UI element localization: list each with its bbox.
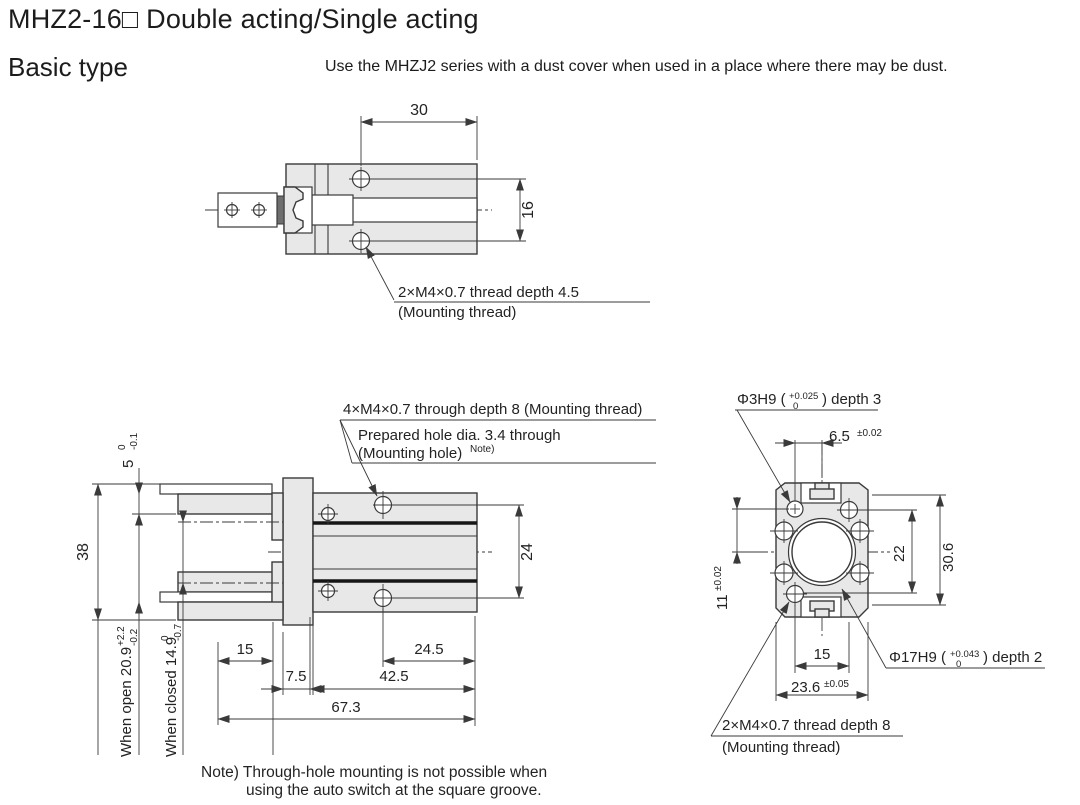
pin-hole — [786, 500, 804, 518]
basic-type-heading: Basic type — [8, 52, 128, 82]
mount-thread-label: 4×M4×0.7 through depth 8 (Mounting threa… — [343, 401, 642, 418]
dim-15-end-label: 15 — [814, 646, 831, 663]
pin-hole-tol-upper: +0.025 — [789, 391, 818, 402]
dim-5-tol-lower: -0.1 — [129, 432, 140, 450]
when-closed-label: When closed 14.9 — [163, 637, 180, 757]
dim-5-label: 5 — [120, 460, 137, 468]
end-thread-label-1: 2×M4×0.7 thread depth 8 — [722, 717, 890, 734]
dim-24-5-label: 24.5 — [414, 641, 443, 658]
dim-30-6: 30.6 — [872, 494, 957, 606]
pin-hole-callout: Φ3H9 ( +0.025 0 ) depth 3 — [735, 391, 881, 503]
when-closed-tol-upper: 0 — [160, 635, 171, 641]
dim-11-label: 11 — [714, 594, 731, 610]
bore-tol-upper: +0.043 — [950, 649, 979, 660]
dim-6-5-label: 6.5 — [829, 428, 850, 445]
bottom-dimension-chain: 15 7.5 24.5 42.5 67.3 — [217, 608, 476, 755]
dim-11: 11 ±0.02 — [713, 497, 789, 610]
dim-22-label: 22 — [891, 545, 908, 562]
square-groove-section-bottom — [800, 596, 842, 618]
bore-tol-lower: 0 — [956, 659, 961, 670]
finger-attachment-holes — [224, 202, 267, 218]
pin-hole-tol-lower: 0 — [793, 401, 798, 412]
dim-38-label: 38 — [75, 543, 92, 561]
footer-note-line2: using the auto switch at the square groo… — [246, 782, 542, 799]
dim-23-6: 23.6 ±0.05 — [775, 622, 869, 701]
bore-label-post: ) depth 2 — [983, 649, 1042, 666]
dim-15-end: 15 — [794, 605, 850, 673]
when-open-label: When open 20.9 — [118, 647, 135, 757]
center-bore-inner — [791, 521, 853, 583]
side-guide-holes — [770, 519, 874, 585]
dim-5-tol-upper: 0 — [117, 444, 128, 450]
prepared-hole-label-2: (Mounting hole) — [358, 445, 462, 462]
prepared-hole-label-1: Prepared hole dia. 3.4 through — [358, 427, 561, 444]
m4-thread-hole-bottom-left — [783, 582, 807, 606]
end-thread-label-2: (Mounting thread) — [722, 739, 840, 756]
dim-30-label: 30 — [410, 102, 428, 119]
jaw-block — [282, 477, 314, 626]
dim-16-label: 16 — [520, 201, 537, 219]
footer-note-line1: Note) Through-hole mounting is not possi… — [201, 764, 547, 781]
bore-label-pre: Φ17H9 ( — [889, 649, 946, 666]
piston-section — [311, 194, 354, 226]
square-groove-section-top — [800, 482, 842, 504]
dim-7-5-label: 7.5 — [286, 668, 307, 685]
top-mounting-holes — [349, 167, 373, 253]
dim-42-5-label: 42.5 — [379, 668, 408, 685]
side-view-body — [312, 492, 478, 613]
pin-hole-label-post: ) depth 3 — [822, 391, 881, 408]
dim-23-6-tol: ±0.05 — [824, 679, 849, 690]
m4-thread-hole-top-right — [837, 498, 861, 522]
when-closed-tol-lower: -0.7 — [173, 623, 184, 641]
bottom-finger — [159, 561, 284, 621]
top-thread-label-2: (Mounting thread) — [398, 304, 516, 321]
dim-16: 16 — [372, 178, 537, 242]
side-view-drawing: 38 5 0 -0.1 When open 20.9 +2.2 -0.2 — [75, 401, 656, 757]
footer-note: Note) Through-hole mounting is not possi… — [201, 764, 547, 799]
dim-38: 38 — [75, 483, 176, 755]
center-bore-outer — [787, 517, 857, 587]
end-thread-callout: 2×M4×0.7 thread depth 8 (Mounting thread… — [710, 601, 903, 756]
dim-5-and-when-open: 5 0 -0.1 — [117, 432, 176, 755]
side-mounting-holes — [318, 491, 393, 612]
gripper-jaw-top-view — [283, 186, 304, 234]
page-title: MHZ2-16□ Double acting/Single acting — [8, 4, 479, 34]
mounting-thread-callout: 4×M4×0.7 through depth 8 (Mounting threa… — [339, 401, 656, 497]
end-view-drawing: 6.5 ±0.02 11 ±0.02 22 — [710, 391, 1045, 756]
dim-11-tol: ±0.02 — [713, 566, 724, 591]
dim-6-5: 6.5 ±0.02 — [775, 428, 882, 501]
dim-24: 24 — [393, 504, 536, 599]
top-thread-callout: 2×M4×0.7 thread depth 4.5 (Mounting thre… — [365, 246, 650, 321]
when-open-tol-lower: -0.2 — [129, 628, 140, 646]
center-bore-callout: Φ17H9 ( +0.043 0 ) depth 2 — [841, 588, 1045, 670]
dim-6-5-tol: ±0.02 — [857, 428, 882, 439]
dim-15-label: 15 — [237, 641, 254, 658]
prepared-hole-note-ref: Note) — [470, 444, 494, 455]
dim-24-label: 24 — [519, 543, 536, 561]
when-open-tol-upper: +2.2 — [116, 626, 127, 646]
dim-30-6-label: 30.6 — [940, 543, 957, 572]
top-thread-label-1: 2×M4×0.7 thread depth 4.5 — [398, 284, 579, 301]
dim-30: 30 — [360, 102, 478, 166]
dim-22: 22 — [803, 509, 917, 594]
top-view-drawing: 30 16 2×M4×0.7 thread depth 4.5 (Mountin… — [205, 102, 650, 321]
dim-67-3-label: 67.3 — [331, 699, 360, 716]
dust-cover-note: Use the MHZJ2 series with a dust cover w… — [325, 58, 948, 75]
dim-23-6-label: 23.6 — [791, 679, 820, 696]
pin-hole-label-pre: Φ3H9 ( — [737, 391, 786, 408]
top-finger — [159, 483, 284, 541]
